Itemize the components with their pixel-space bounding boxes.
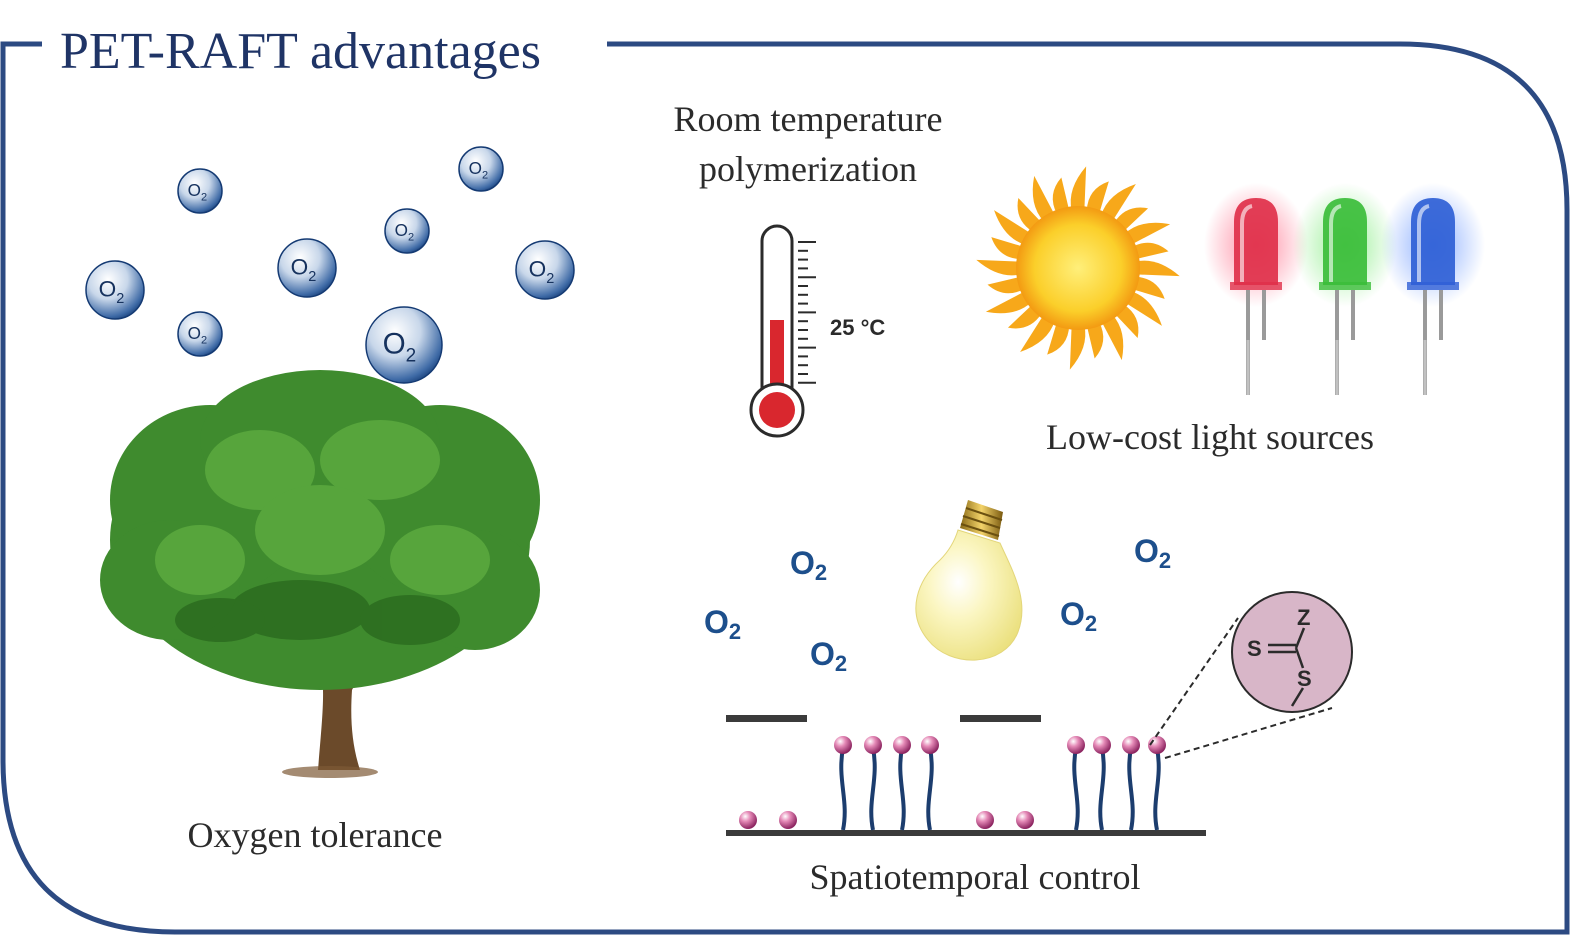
led-red-icon xyxy=(1204,183,1308,395)
raft-s-single-label: S xyxy=(1297,666,1312,691)
raft-agent-zoom xyxy=(1149,591,1353,759)
surface-initiator xyxy=(739,811,757,829)
thermometer-reading: 25 °C xyxy=(830,315,885,340)
raft-z-label: Z xyxy=(1297,605,1310,630)
free-oxygen-label: O2 xyxy=(1134,533,1172,573)
free-oxygen-label: O2 xyxy=(704,604,742,644)
oxygen-bubble: O2 xyxy=(177,168,223,214)
polymer-chain xyxy=(834,736,852,831)
polymer-chain xyxy=(1148,736,1166,831)
surface-initiator xyxy=(1016,811,1034,829)
polymer-chain xyxy=(864,736,882,831)
polymer-chain xyxy=(1067,736,1085,831)
free-oxygen-label: O2 xyxy=(1060,596,1098,636)
raft-end-group xyxy=(834,736,852,754)
surface-initiator xyxy=(779,811,797,829)
raft-end-group xyxy=(1093,736,1111,754)
photomask-left xyxy=(726,715,807,722)
raft-end-group xyxy=(921,736,939,754)
light-bulb-icon xyxy=(915,500,1023,661)
oxygen-bubble: O2 xyxy=(458,146,504,192)
oxygen-bubble: O2 xyxy=(384,208,430,254)
thermometer-icon xyxy=(749,224,816,438)
frame-border xyxy=(0,41,1570,935)
spatiotemporal-control-label: Spatiotemporal control xyxy=(809,857,1141,897)
raft-end-group xyxy=(1122,736,1140,754)
raft-s-double-label: S xyxy=(1247,636,1262,661)
oxygen-bubble: O2 xyxy=(277,238,337,298)
led-icons xyxy=(1204,183,1485,395)
oxygen-bubble: O2 xyxy=(177,311,223,357)
polymer-chain xyxy=(1122,736,1140,831)
raft-end-group xyxy=(893,736,911,754)
diagram-title: PET-RAFT advantages xyxy=(60,23,541,80)
room-temperature-label: Room temperature polymerization xyxy=(640,94,976,194)
light-sources-label: Low-cost light sources xyxy=(1046,417,1374,457)
polymer-chain xyxy=(921,736,939,831)
tree-icon xyxy=(100,370,540,778)
oxygen-bubble: O2 xyxy=(365,306,443,384)
led-green-icon xyxy=(1293,183,1397,395)
oxygen-tolerance-label: Oxygen tolerance xyxy=(187,815,443,855)
polymer-brushes xyxy=(739,736,1166,831)
free-oxygen-label: O2 xyxy=(810,636,848,676)
raft-end-group xyxy=(1067,736,1085,754)
led-blue-icon xyxy=(1381,183,1485,395)
surface-initiator xyxy=(976,811,994,829)
substrate-surface xyxy=(726,830,1206,836)
raft-end-group xyxy=(864,736,882,754)
photomask-right xyxy=(960,715,1041,722)
polymer-chain xyxy=(893,736,911,831)
room-temperature-line2: polymerization xyxy=(699,149,917,189)
oxygen-bubble: O2 xyxy=(85,260,145,320)
room-temperature-line1: Room temperature xyxy=(673,99,943,139)
free-oxygen-label: O2 xyxy=(790,545,828,585)
oxygen-bubble: O2 xyxy=(515,240,575,300)
sun-icon xyxy=(976,166,1180,370)
polymer-chain xyxy=(1093,736,1111,831)
